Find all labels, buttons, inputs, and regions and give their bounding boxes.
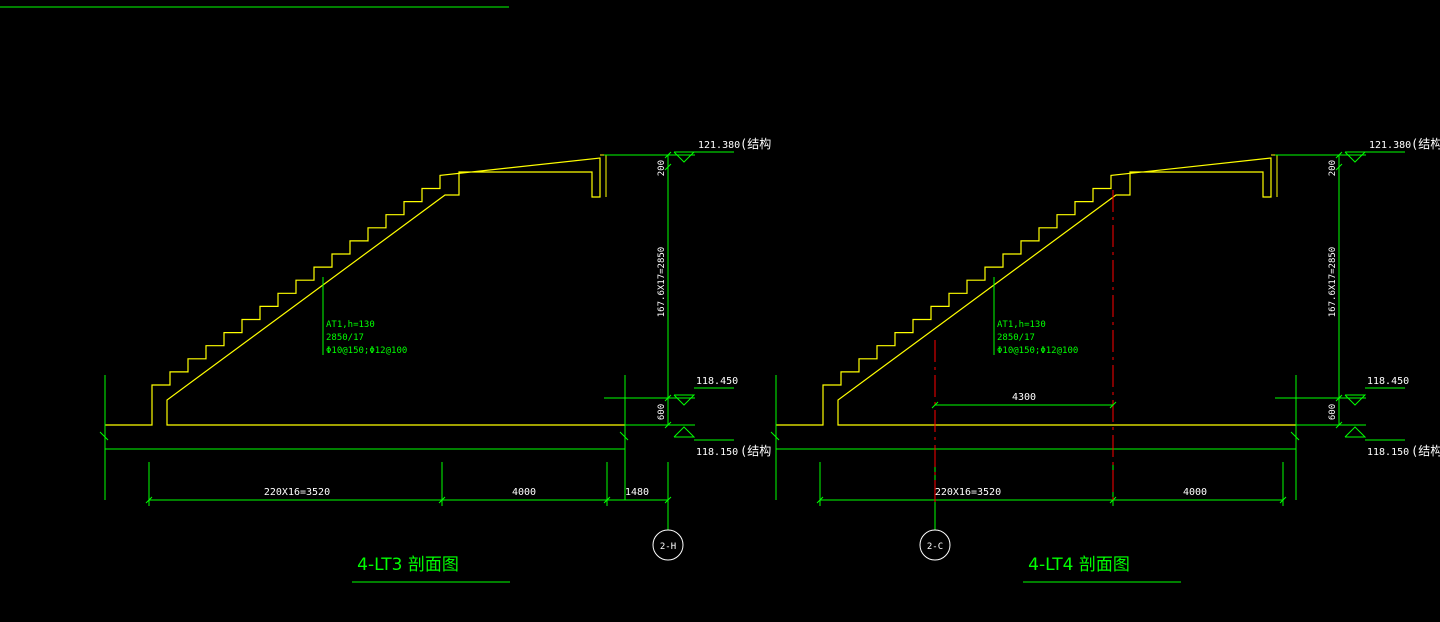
stair-outline <box>776 157 1296 426</box>
dimension-label-top: 200 <box>1328 160 1338 176</box>
elevation-mid: 118.450 <box>696 376 738 387</box>
elevation-marker-top <box>1344 151 1367 163</box>
elevation-marker-mid <box>1344 394 1367 406</box>
dimension-label-4300: 4300 <box>1012 392 1036 403</box>
dimension-tick <box>664 163 672 171</box>
dimension-label-landing: 4000 <box>1183 487 1207 498</box>
break-mark-left <box>770 431 780 441</box>
dimension-label-run: 220X16=3520 <box>935 487 1001 498</box>
dimension-label-vertical: 167.6X17=2850 <box>1328 247 1338 317</box>
dimension-tick <box>664 421 672 429</box>
dimension-tick <box>1279 496 1287 504</box>
note-line-1: AT1,h=130 <box>326 320 375 330</box>
dimension-tick <box>1335 394 1343 402</box>
break-mark-right <box>619 431 629 441</box>
structure-label-top: (结构 <box>1411 136 1440 151</box>
note-line-2: 2850/17 <box>326 333 364 343</box>
stair-outline <box>105 157 625 426</box>
break-mark-right <box>1290 431 1300 441</box>
elevation-marker-bottom <box>1344 426 1367 438</box>
elevation-marker-top <box>673 151 696 163</box>
note-line-3: Φ10@150;Φ12@100 <box>326 346 407 356</box>
elevation-top: 121.380 <box>698 140 740 151</box>
section-4-lt4[interactable]: 200167.6X17=2850600121.380(结构118.450118.… <box>770 136 1440 583</box>
note-line-1: AT1,h=130 <box>997 320 1046 330</box>
elevation-marker-bottom <box>673 426 696 438</box>
elevation-mid: 118.450 <box>1367 376 1409 387</box>
section-4-lt3[interactable]: 200167.6X17=2850600121.380(结构118.450118.… <box>99 136 771 583</box>
structure-label-bottom: (结构 <box>740 443 771 458</box>
section-title: 4-LT3 剖面图 <box>357 555 459 575</box>
dimension-tick <box>664 394 672 402</box>
note-line-3: Φ10@150;Φ12@100 <box>997 346 1078 356</box>
dimension-tick <box>603 496 611 504</box>
note-line-2: 2850/17 <box>997 333 1035 343</box>
elevation-bottom: 118.150 <box>696 447 738 458</box>
axis-label: 2-H <box>660 542 676 552</box>
dimension-label-vertical: 167.6X17=2850 <box>657 247 667 317</box>
elevation-top: 121.380 <box>1369 140 1411 151</box>
dimension-tick <box>816 496 824 504</box>
break-mark-left <box>99 431 109 441</box>
dimension-label-landing: 4000 <box>512 487 536 498</box>
dimension-label-bottom: 600 <box>657 404 667 420</box>
dimension-label-top: 200 <box>657 160 667 176</box>
axis-bubble[interactable] <box>919 529 951 561</box>
structure-label-bottom: (结构 <box>1411 443 1440 458</box>
dimension-label-end: 1480 <box>625 487 649 498</box>
axis-label: 2-C <box>927 542 943 552</box>
axis-bubble[interactable] <box>652 529 684 561</box>
dimension-tick <box>1335 421 1343 429</box>
section-title: 4-LT4 剖面图 <box>1028 555 1130 575</box>
structure-label-top: (结构 <box>740 136 771 151</box>
dimension-tick <box>1109 401 1117 409</box>
dimension-tick <box>1335 163 1343 171</box>
dimension-label-run: 220X16=3520 <box>264 487 330 498</box>
elevation-marker-mid <box>673 394 696 406</box>
dimension-tick <box>1335 151 1343 159</box>
dimension-tick <box>438 496 446 504</box>
dimension-tick <box>145 496 153 504</box>
dimension-label-bottom: 600 <box>1328 404 1338 420</box>
dimension-tick <box>931 401 939 409</box>
elevation-bottom: 118.150 <box>1367 447 1409 458</box>
dimension-tick <box>664 151 672 159</box>
